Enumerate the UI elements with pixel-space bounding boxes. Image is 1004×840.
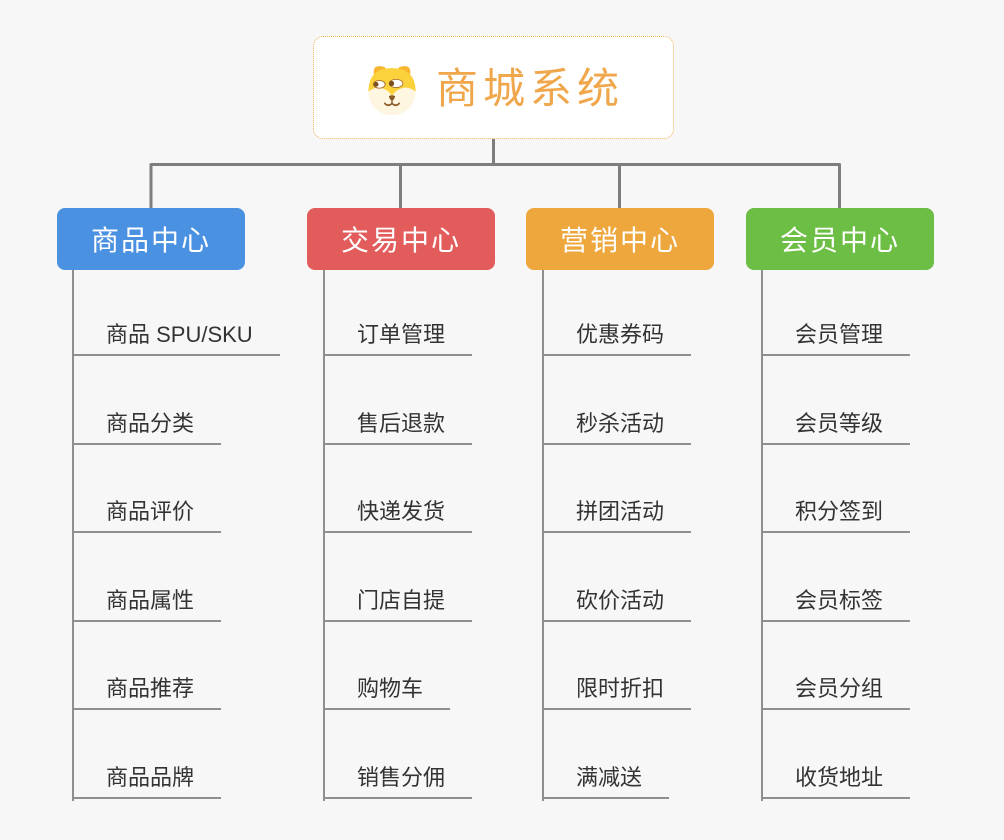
leaf-label: 会员标签 <box>795 588 884 613</box>
leaf-label: 优惠券码 <box>576 322 665 347</box>
leaf-item[interactable]: 商品属性 <box>73 582 222 622</box>
branch-node-label: 交易中心 <box>340 225 461 256</box>
branch-trunk-line <box>542 270 544 801</box>
leaf-item[interactable]: 门店自提 <box>324 582 473 622</box>
leaf-item[interactable]: 商品评价 <box>73 493 222 533</box>
leaf-item[interactable]: 砍价活动 <box>543 582 692 622</box>
root-node-label: 商城系统 <box>435 64 624 112</box>
leaf-item[interactable]: 订单管理 <box>324 316 473 356</box>
leaf-label: 满减送 <box>576 765 643 790</box>
leaf-label: 积分签到 <box>795 499 884 524</box>
leaf-item[interactable]: 购物车 <box>324 670 451 710</box>
branch-node-trade[interactable]: 交易中心 <box>307 208 495 270</box>
leaf-label: 销售分佣 <box>357 765 446 790</box>
leaf-item[interactable]: 商品推荐 <box>73 670 222 710</box>
leaf-item[interactable]: 销售分佣 <box>324 759 473 799</box>
leaf-item[interactable]: 积分签到 <box>762 493 911 533</box>
leaf-label: 门店自提 <box>357 588 446 613</box>
leaf-item[interactable]: 拼团活动 <box>543 493 692 533</box>
leaf-label: 快递发货 <box>357 499 446 524</box>
leaf-item[interactable]: 售后退款 <box>324 405 473 445</box>
leaf-label: 商品推荐 <box>106 676 195 701</box>
leaf-label: 会员等级 <box>795 411 884 436</box>
leaf-item[interactable]: 商品品牌 <box>73 759 222 799</box>
leaf-label: 商品分类 <box>106 411 195 436</box>
branch-node-label: 营销中心 <box>559 225 680 256</box>
branch-node-marketing[interactable]: 营销中心 <box>526 208 714 270</box>
branch-node-label: 会员中心 <box>779 225 900 256</box>
leaf-item[interactable]: 快递发货 <box>324 493 473 533</box>
leaf-label: 购物车 <box>357 676 424 701</box>
leaf-item[interactable]: 商品分类 <box>73 405 222 445</box>
leaf-item[interactable]: 限时折扣 <box>543 670 692 710</box>
leaf-label: 售后退款 <box>357 411 446 436</box>
leaf-item[interactable]: 秒杀活动 <box>543 405 692 445</box>
leaf-label: 收货地址 <box>795 765 884 790</box>
leaf-label: 会员分组 <box>795 676 884 701</box>
leaf-item[interactable]: 会员等级 <box>762 405 911 445</box>
root-node[interactable]: 商城系统 <box>313 36 674 139</box>
leaf-label: 商品品牌 <box>106 765 195 790</box>
leaf-label: 会员管理 <box>795 322 884 347</box>
branch-node-member[interactable]: 会员中心 <box>746 208 934 270</box>
leaf-item[interactable]: 会员标签 <box>762 582 911 622</box>
branch-connector-outer <box>149 163 841 209</box>
branch-node-product[interactable]: 商品中心 <box>57 208 245 270</box>
dog-face-icon <box>368 65 416 115</box>
leaf-label: 商品属性 <box>106 588 195 613</box>
leaf-item[interactable]: 会员分组 <box>762 670 911 710</box>
leaf-label: 商品 SPU/SKU <box>106 322 253 347</box>
leaf-item[interactable]: 商品 SPU/SKU <box>73 316 280 356</box>
leaf-label: 拼团活动 <box>576 499 665 524</box>
leaf-label: 商品评价 <box>106 499 195 524</box>
branch-node-label: 商品中心 <box>90 225 211 256</box>
leaf-item[interactable]: 优惠券码 <box>543 316 692 356</box>
leaf-label: 限时折扣 <box>576 676 665 701</box>
branch-trunk-line <box>323 270 325 801</box>
branch-trunk-line <box>72 270 74 801</box>
leaf-label: 砍价活动 <box>576 588 665 613</box>
leaf-label: 订单管理 <box>357 322 446 347</box>
leaf-item[interactable]: 收货地址 <box>762 759 911 799</box>
leaf-item[interactable]: 满减送 <box>543 759 670 799</box>
branch-trunk-line <box>761 270 763 801</box>
leaf-label: 秒杀活动 <box>576 411 665 436</box>
leaf-item[interactable]: 会员管理 <box>762 316 911 356</box>
